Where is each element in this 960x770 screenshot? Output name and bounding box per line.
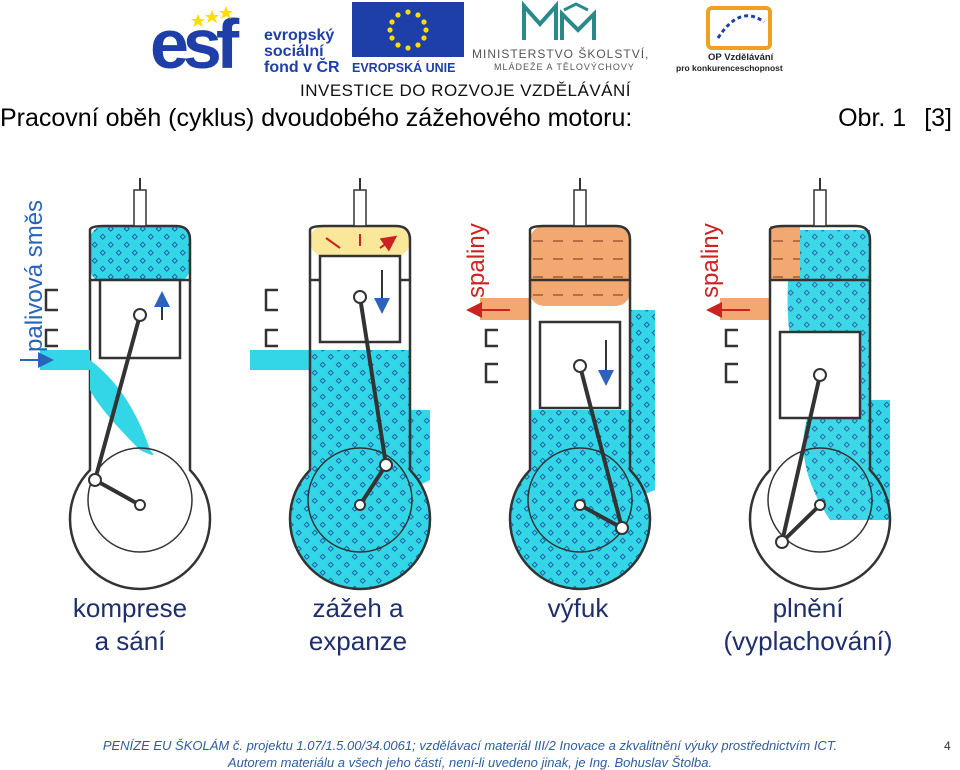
page-title: Pracovní oběh (cyklus) dvoudobého zážeho… — [0, 104, 633, 132]
stage-4-caption-line-2: (vyplachování) — [723, 626, 892, 656]
eu-label: EVROPSKÁ UNIE — [352, 60, 456, 75]
engine-ignition-expansion — [250, 178, 432, 591]
engine-scavenging — [706, 178, 892, 591]
op-vzdelavani-logo: OP Vzdělávání pro konkurenceschopnost — [676, 6, 783, 73]
engine-compression-intake — [20, 178, 212, 591]
footer-author-note: Autorem materiálu a všech jeho částí, ne… — [227, 755, 713, 770]
stage-2-caption-line-1: zážeh a — [312, 593, 404, 623]
two-stroke-engine-diagram: palivová směs — [20, 178, 893, 656]
investice-banner: INVESTICE DO ROZVOJE VZDĚLÁVÁNÍ — [300, 81, 631, 100]
label-exhaust-gases-2: spaliny — [697, 223, 724, 298]
figure-reference: Obr. 1 [3] — [820, 104, 952, 133]
stage-4-caption-line-1: plnění — [773, 593, 845, 623]
citation: [3] — [924, 104, 952, 132]
page-number: 4 — [944, 739, 951, 753]
op-line-2: pro konkurenceschopnost — [676, 63, 783, 73]
label-fuel-mixture: palivová směs — [21, 200, 48, 352]
esf-line-3: fond v ČR — [264, 57, 340, 76]
footer-project-note: PENÍZE EU ŠKOLÁM č. projektu 1.07/1.5.00… — [102, 738, 838, 753]
msmt-logo: MINISTERSTVO ŠKOLSTVÍ, MLÁDEŽE A TĚLOVÝC… — [472, 0, 649, 72]
eu-flag-logo: EVROPSKÁ UNIE — [352, 2, 464, 75]
label-exhaust-gases-1: spaliny — [463, 223, 490, 298]
op-line-1: OP Vzdělávání — [708, 52, 774, 63]
esf-line-1: evropský — [264, 27, 334, 44]
stage-1-caption-line-1: komprese — [73, 593, 187, 623]
esf-line-2: sociální — [264, 43, 324, 60]
figure-number: Obr. 1 — [838, 104, 907, 132]
engine-exhaust — [466, 178, 655, 591]
esf-logo: esf evropský sociální fond v ČR — [150, 5, 340, 83]
msmt-line-2: MLÁDEŽE A TĚLOVÝCHOVY — [494, 62, 635, 72]
msmt-line-1: MINISTERSTVO ŠKOLSTVÍ, — [472, 46, 649, 61]
svg-text:esf: esf — [150, 5, 240, 83]
stage-1-caption-line-2: a sání — [95, 626, 167, 656]
stage-2-caption-line-2: expanze — [309, 626, 407, 656]
logo-banner: esf evropský sociální fond v ČR EVROPSKÁ… — [150, 0, 783, 100]
stage-3-caption: výfuk — [548, 593, 610, 623]
